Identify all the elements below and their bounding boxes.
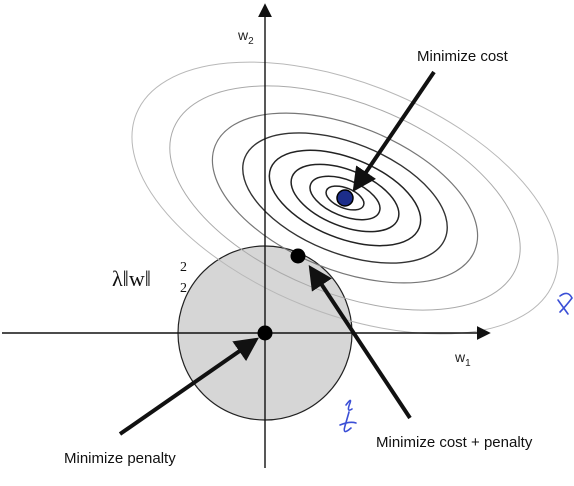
regularizer-subscript: 2: [180, 281, 187, 296]
handwritten-mark: [557, 292, 573, 315]
minimize-penalty-arrow: [118, 337, 259, 436]
y-axis-label: w2: [237, 27, 254, 47]
combined-optimum-point: [290, 248, 306, 264]
regularizer-expression: λ‖w‖: [112, 266, 151, 291]
contour-ellipse: [242, 132, 448, 264]
minimize-cost-arrow: [352, 70, 436, 192]
contour-ellipse: [309, 175, 381, 221]
minimize-penalty-label: Minimize penalty: [64, 450, 176, 467]
contour-ellipse: [268, 149, 422, 247]
contour-ellipse: [211, 112, 479, 284]
minimize-cost-penalty-arrow: [308, 264, 412, 420]
cost-minimum-point-rim: [336, 189, 354, 207]
contour-ellipse: [131, 61, 559, 335]
x-axis-label: w1: [454, 349, 471, 369]
penalty-minimum-point: [257, 325, 273, 341]
minimize-cost-label: Minimize cost: [417, 48, 509, 65]
minimize-cost-penalty-label: Minimize cost + penalty: [376, 434, 533, 451]
regularizer-superscript: 2: [180, 260, 187, 275]
handwritten-scribble: [339, 399, 357, 433]
cost-minimum-point: [337, 190, 353, 206]
contour-ellipse: [325, 185, 365, 211]
